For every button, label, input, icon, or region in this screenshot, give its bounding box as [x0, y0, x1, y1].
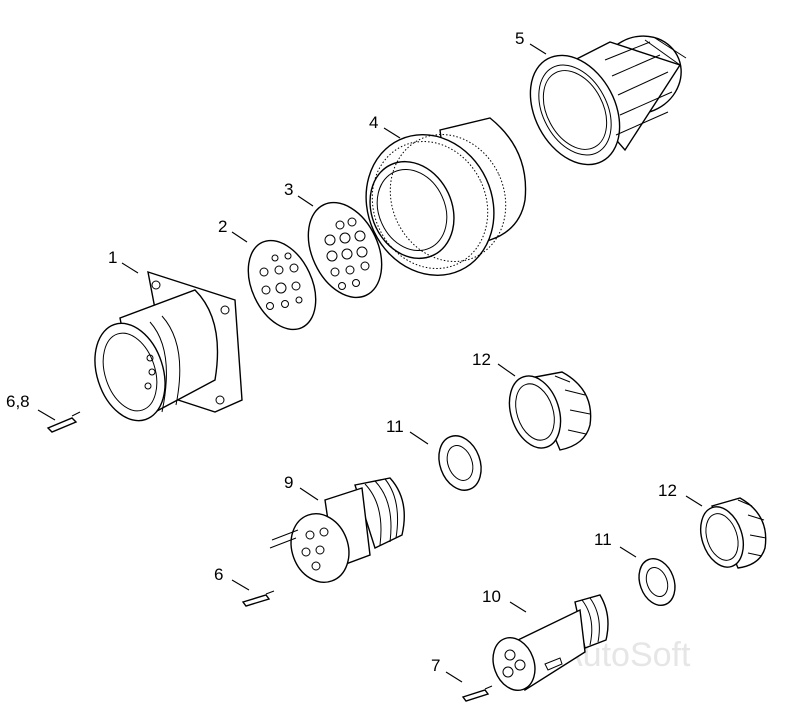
part-11-washer-lower [638, 558, 676, 606]
callout-6-8: 6,8 [6, 392, 30, 411]
part-9-plug-body [269, 477, 405, 583]
leader-6-8 [37, 409, 56, 421]
leader-9 [299, 487, 319, 501]
callout-7: 7 [431, 656, 440, 675]
callout-1: 1 [108, 248, 117, 267]
part-6-8-pin [46, 411, 81, 433]
part-11-washer-upper [438, 435, 482, 491]
leader-7 [445, 671, 463, 683]
leader-4 [383, 127, 401, 139]
part-6-pin [241, 590, 275, 607]
callout-11-lower: 11 [594, 530, 612, 549]
callout-12-upper: 12 [472, 350, 491, 369]
leader-1 [121, 262, 139, 274]
part-7-pin [461, 685, 493, 702]
leader-11-lower [619, 546, 637, 558]
leader-2 [231, 231, 248, 243]
leader-12-lower [685, 495, 703, 507]
callout-leaders [37, 43, 703, 683]
callout-labels: 5 4 3 2 1 6,8 12 11 9 6 12 11 10 7 [6, 29, 677, 675]
callout-10: 10 [482, 587, 501, 606]
part-1-receptacle [94, 270, 243, 422]
callout-3: 3 [284, 180, 293, 199]
leader-6 [231, 579, 250, 591]
part-3-insert-disc [307, 201, 383, 299]
callout-11-upper: 11 [386, 417, 404, 436]
callout-4: 4 [369, 113, 378, 132]
callout-6: 6 [214, 565, 223, 584]
part-2-gasket-disc [247, 239, 317, 331]
callout-9: 9 [284, 473, 293, 492]
leader-11-upper [409, 431, 429, 445]
leader-12-upper [497, 363, 516, 377]
leader-5 [529, 43, 547, 55]
leader-10 [509, 601, 527, 613]
part-4-knurled-ring [365, 117, 527, 277]
part-5-coupling-nut [529, 35, 687, 166]
callout-2: 2 [218, 217, 227, 236]
part-12-nut-lower [700, 497, 767, 569]
callout-12-lower: 12 [658, 481, 677, 500]
callout-5: 5 [515, 29, 524, 48]
leader-3 [297, 195, 314, 207]
part-12-nut-upper [508, 371, 592, 451]
part-10-cable-plug [492, 594, 609, 692]
